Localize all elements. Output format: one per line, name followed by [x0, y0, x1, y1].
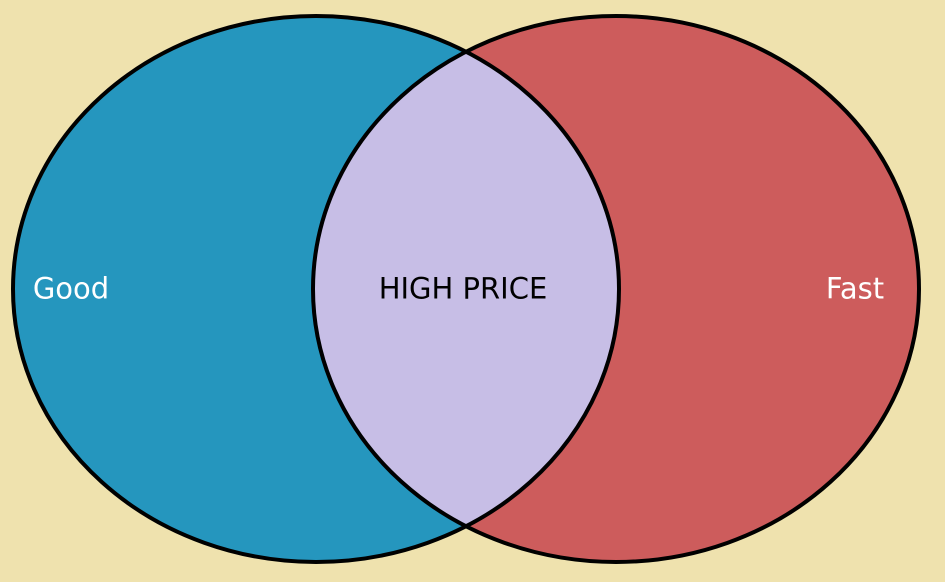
- good-circle-outline: [11, 14, 621, 564]
- high-price-label: HIGH PRICE: [378, 271, 548, 306]
- intersection-region: [313, 16, 619, 562]
- fast-circle-outline: [311, 14, 921, 564]
- good-label: Good: [32, 271, 110, 306]
- fast-label: Fast: [825, 271, 885, 306]
